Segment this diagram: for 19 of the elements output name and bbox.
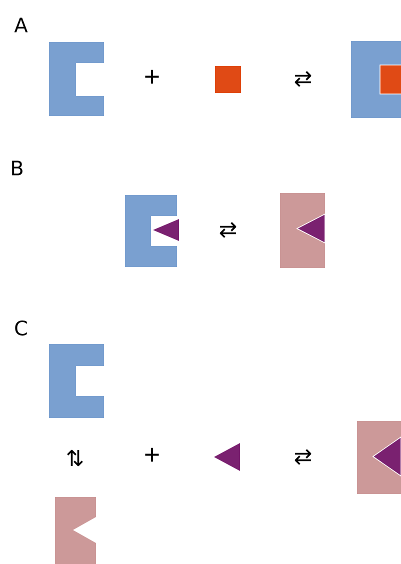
notched-block: [55, 497, 96, 564]
panel-letter: A: [14, 18, 28, 32]
panel-letter: B: [12, 160, 22, 176]
notched-block: [125, 195, 177, 267]
equilibrium-sign: ⇅: [67, 450, 83, 466]
triangle: [153, 219, 179, 241]
plus-sign: +: [145, 70, 159, 84]
triangle: [214, 443, 240, 471]
equilibrium-sign: ⇄: [294, 71, 312, 87]
notched-block: [357, 421, 401, 494]
notched-block: [280, 193, 325, 268]
plus-sign: +: [145, 448, 159, 462]
square: [380, 64, 401, 94]
notched-block: [49, 42, 104, 116]
panel-letter: C: [15, 320, 27, 336]
equilibrium-sign: ⇄: [294, 449, 312, 465]
notched-block: [49, 344, 104, 418]
square: [215, 66, 241, 93]
equilibrium-sign: ⇄: [220, 222, 236, 238]
